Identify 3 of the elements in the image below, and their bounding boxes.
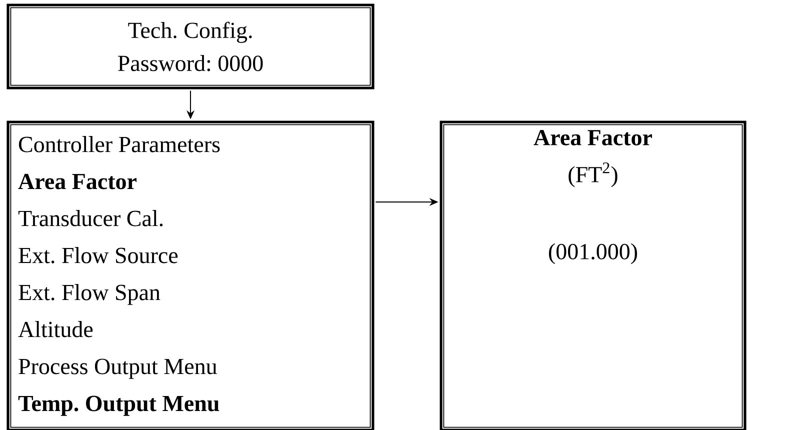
menu-box: Area Factor (FT$^{2}$) (001.000): [440, 120, 746, 430]
menu-box: Controller Parameters Area Factor Transducer Cal. Ext. Flow Source Ext. Flow Span Altitude Process Output Menu Temp. Output Menu: [6, 120, 374, 430]
menu-box: Tech. Config. Password: 0000: [6, 4, 374, 90]
